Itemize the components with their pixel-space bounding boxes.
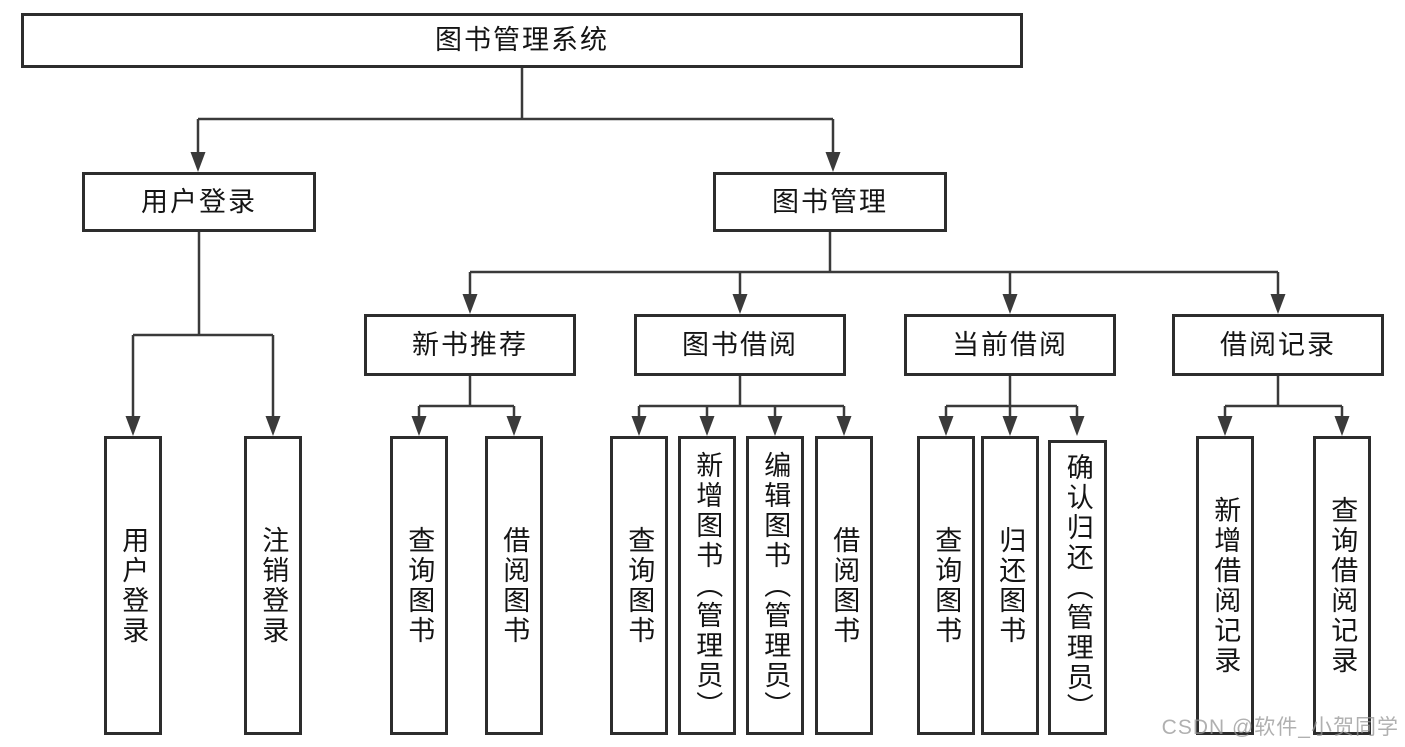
- leaf-borrow-books-recommend: 借阅图书: [485, 436, 543, 735]
- arrow-icon: [836, 416, 852, 436]
- arrow-icon: [1334, 416, 1350, 436]
- leaf-confirm-return-admin: 确认归还（管理员）: [1048, 440, 1107, 735]
- leaf-query-books-borrowing: 查询图书: [610, 436, 668, 735]
- wire-root-to-level2: [196, 68, 835, 166]
- arrow-icon: [190, 152, 206, 172]
- wire-userlogin-to-leaves: [131, 232, 275, 430]
- arrow-icon: [732, 294, 748, 314]
- leaf-return-book: 归还图书: [981, 436, 1039, 735]
- leaf-query-borrow-record: 查询借阅记录: [1313, 436, 1371, 735]
- leaf-borrow-books-borrowing: 借阅图书: [815, 436, 873, 735]
- wire-recommend-to-leaves: [417, 376, 516, 430]
- leaf-user-login: 用户登录: [104, 436, 162, 735]
- leaf-add-book-admin: 新增图书（管理员）: [678, 436, 736, 735]
- node-user-login: 用户登录: [82, 172, 316, 232]
- node-library-management-system: 图书管理系统: [21, 13, 1023, 68]
- arrow-icon: [938, 416, 954, 436]
- arrow-icon: [767, 416, 783, 436]
- arrow-icon: [1002, 416, 1018, 436]
- wire-bookmgmt-to-level3: [468, 232, 1280, 308]
- node-book-management: 图书管理: [713, 172, 947, 232]
- arrow-icon: [462, 294, 478, 314]
- node-borrowing-records: 借阅记录: [1172, 314, 1384, 376]
- arrow-icon: [1217, 416, 1233, 436]
- arrow-icon: [265, 416, 281, 436]
- arrow-icon: [699, 416, 715, 436]
- wire-records-to-leaves: [1223, 376, 1344, 430]
- arrow-icon: [411, 416, 427, 436]
- arrow-icon: [1002, 294, 1018, 314]
- leaf-query-books-recommend: 查询图书: [390, 436, 448, 735]
- node-book-borrowing: 图书借阅: [634, 314, 846, 376]
- arrow-icon: [125, 416, 141, 436]
- arrowheads: [125, 152, 1350, 436]
- arrow-icon: [1270, 294, 1286, 314]
- arrow-icon: [631, 416, 647, 436]
- arrow-icon: [825, 152, 841, 172]
- leaf-query-books-current: 查询图书: [917, 436, 975, 735]
- leaf-edit-book-admin: 编辑图书（管理员）: [746, 436, 804, 735]
- node-new-book-recommend: 新书推荐: [364, 314, 576, 376]
- leaf-logout: 注销登录: [244, 436, 302, 735]
- watermark-text: CSDN @软件_小贺同学: [1161, 716, 1399, 739]
- leaf-add-borrow-record: 新增借阅记录: [1196, 436, 1254, 735]
- arrow-icon: [506, 416, 522, 436]
- arrow-icon: [1069, 416, 1085, 436]
- wire-borrowing-to-leaves: [637, 376, 846, 430]
- node-current-borrowing: 当前借阅: [904, 314, 1116, 376]
